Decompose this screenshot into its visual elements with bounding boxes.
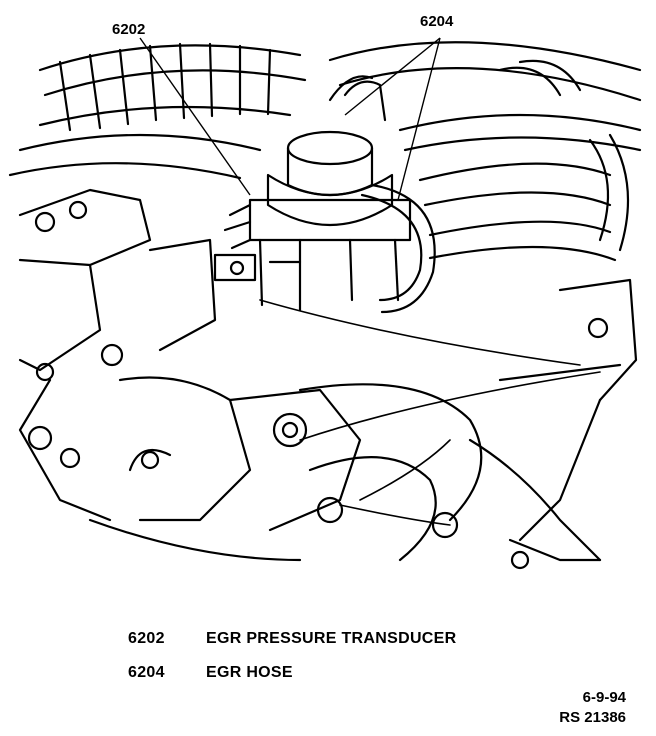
left-bracket [18,188,152,522]
egr-hose [328,75,436,314]
intake-manifold-ribs [8,42,307,180]
right-bracket [468,278,638,570]
egr-pressure-transducer [213,130,412,312]
legend-code: 6204 [128,664,165,681]
figure-footer: 6-9-94 RS 21386 [559,688,626,728]
legend-code: 6202 [128,630,165,647]
lower-engine-block [88,238,483,562]
callout-leader-6204-b [397,37,441,201]
legend: 6202 EGR PRESSURE TRANSDUCER 6204 EGR HO… [128,622,588,690]
egr-engine-illustration: 6202 6204 [8,13,642,570]
legend-description: EGR HOSE [206,664,293,681]
callout-leader-6202 [139,37,251,196]
cable-runs [259,299,601,526]
figure-date: 6-9-94 [582,689,626,706]
callout-label-6204: 6204 [420,13,454,30]
figure-reference: RS 21386 [559,709,626,726]
legend-row: 6202 EGR PRESSURE TRANSDUCER [128,622,588,656]
upper-right-hoses [328,41,642,262]
legend-description: EGR PRESSURE TRANSDUCER [206,630,457,647]
callout-label-6202: 6202 [112,21,145,38]
callout-leader-6204-a [344,37,441,116]
legend-row: 6204 EGR HOSE [128,656,588,690]
